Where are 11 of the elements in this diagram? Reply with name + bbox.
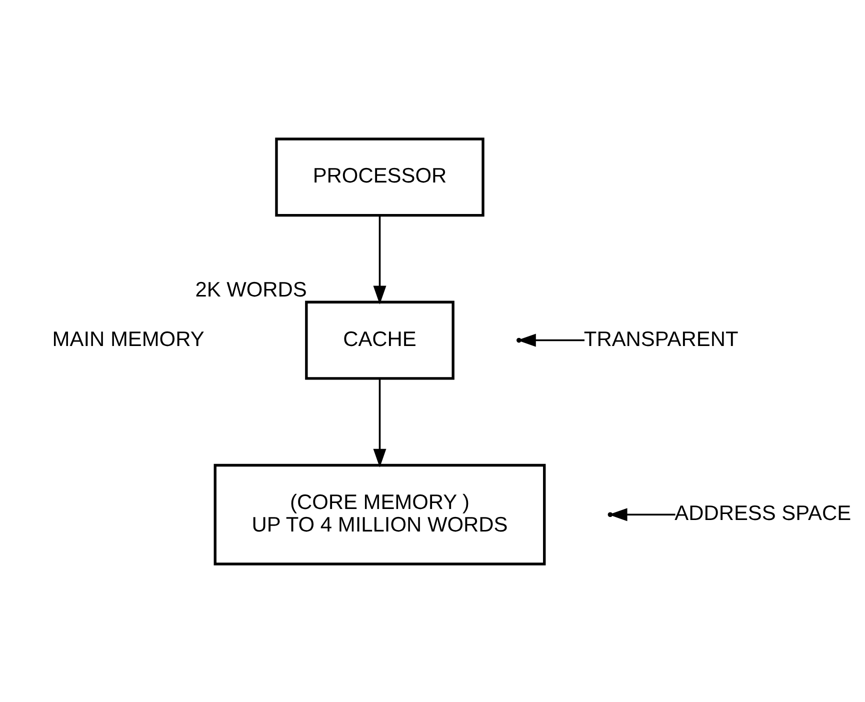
node-text: ADDRESS SPACE (674, 502, 852, 525)
arrow (517, 333, 584, 346)
arrow (373, 378, 386, 467)
arrow (608, 508, 676, 521)
node-box: PROCESSOR (275, 137, 484, 216)
node-box: CACHE (305, 300, 454, 380)
arrow (373, 214, 386, 304)
node-text: TRANSPARENT (584, 327, 738, 350)
label: MAIN MEMORY (52, 327, 204, 350)
node-box: (CORE MEMORY ) UP TO 4 MILLION WORDS (214, 463, 546, 565)
node-label: 2K WORDS (195, 278, 307, 301)
